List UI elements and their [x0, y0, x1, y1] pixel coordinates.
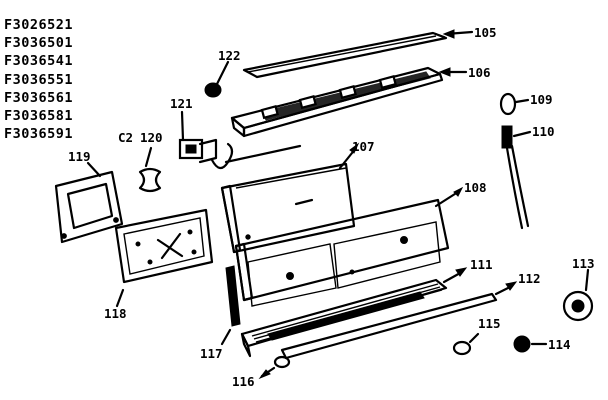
- model-number-list: F3026521 F3036501 F3036541 F3036551 F303…: [4, 16, 73, 143]
- label-111: 111: [470, 257, 493, 272]
- label-120: 120: [140, 130, 163, 145]
- label-107: 107: [352, 139, 375, 154]
- part-119-bracket: [54, 161, 124, 244]
- model-number: F3036541: [4, 53, 74, 70]
- model-number: F3036591: [4, 126, 74, 143]
- label-108: 108: [464, 180, 487, 195]
- part-118-clock-panel: [114, 208, 214, 308]
- part-117-side-strip: [220, 265, 241, 346]
- part-113-knob: [562, 268, 594, 322]
- model-number: F3036581: [4, 108, 74, 125]
- part-107-upper-panel: [220, 142, 360, 254]
- arrow-106: [438, 67, 451, 77]
- label-116: 116: [232, 374, 255, 389]
- label-115: 115: [478, 316, 501, 331]
- part-109-110-thermostat: [499, 92, 532, 230]
- label-112: 112: [518, 271, 541, 286]
- part-108-lower-panel: [234, 186, 464, 307]
- part-121-switch: [178, 110, 302, 170]
- label-105: 105: [474, 25, 497, 40]
- part-105-top-trim: [242, 31, 448, 79]
- label-c2: C2: [118, 130, 133, 145]
- label-117: 117: [200, 346, 223, 361]
- part-116-clip: [258, 355, 291, 380]
- model-number: F3036561: [4, 89, 74, 106]
- part-112-rod: [280, 281, 518, 360]
- model-number: F3026521: [4, 17, 74, 33]
- label-119: 119: [68, 149, 91, 164]
- label-118: 118: [104, 306, 127, 321]
- label-110: 110: [532, 124, 555, 139]
- part-115-fitting: [452, 332, 480, 356]
- label-114: 114: [548, 337, 571, 352]
- model-number: F3036501: [4, 35, 74, 52]
- model-number: F3036551: [4, 71, 74, 88]
- part-120-clip: [138, 146, 162, 193]
- label-106: 106: [468, 65, 491, 80]
- label-121: 121: [170, 96, 193, 111]
- arrow-105: [442, 29, 455, 39]
- part-122-knob: [204, 60, 230, 98]
- label-113: 113: [572, 256, 595, 271]
- label-122: 122: [218, 48, 241, 63]
- part-106-control-housing: [230, 66, 444, 138]
- part-114-knob: [513, 335, 548, 353]
- label-109: 109: [530, 92, 553, 107]
- part-111-grille: [240, 267, 468, 358]
